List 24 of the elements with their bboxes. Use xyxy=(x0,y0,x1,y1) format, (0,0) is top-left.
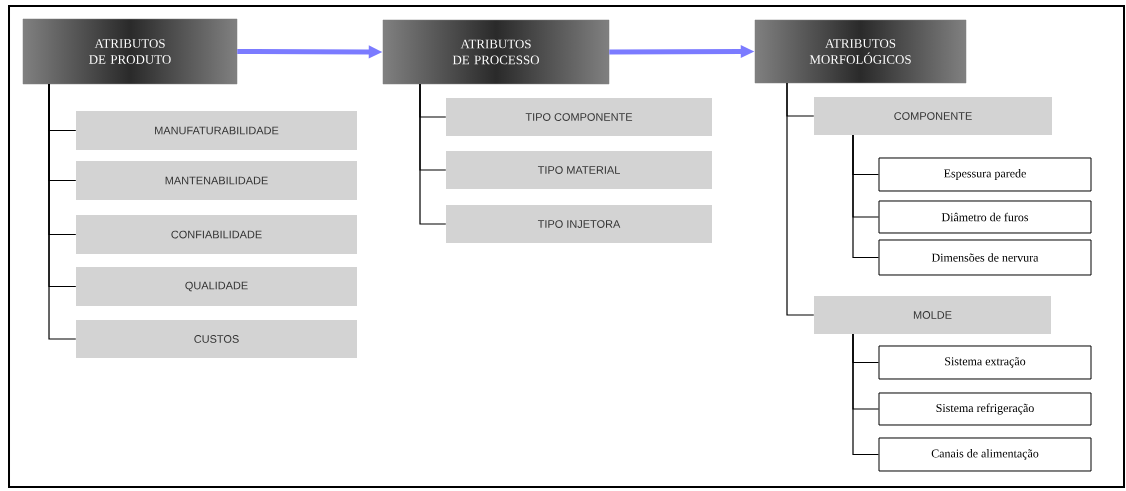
category-box: COMPONENTE xyxy=(814,97,1052,135)
attribute-box: Diâmetro de furos xyxy=(878,200,1092,234)
category-box: MOLDE xyxy=(814,296,1051,334)
connector-line xyxy=(419,83,447,225)
attribute-box: Sistema refrigeração xyxy=(878,392,1092,426)
header-box: ATRIBUTOS MORFOLÓGICOS xyxy=(754,19,967,84)
header-box: ATRIBUTOS DE PRODUTO xyxy=(22,18,238,85)
category-box: CUSTOS xyxy=(76,320,357,358)
connector-line xyxy=(786,82,815,316)
category-box: CONFIABILIDADE xyxy=(76,215,357,254)
connector-line xyxy=(852,333,880,456)
connector-line xyxy=(48,83,77,340)
category-box: MANTENABILIDADE xyxy=(76,161,357,200)
header-box: ATRIBUTOS DE PROCESSO xyxy=(382,19,610,85)
category-box: QUALIDADE xyxy=(76,267,357,306)
attribute-box: Dimensões de nervura xyxy=(878,239,1092,276)
category-box: MANUFATURABILIDADE xyxy=(76,111,357,150)
category-box: TIPO COMPONENTE xyxy=(446,98,712,136)
attribute-box: Sistema extração xyxy=(878,345,1092,380)
category-box: TIPO INJETORA xyxy=(446,205,712,243)
attribute-box: Canais de alimentação xyxy=(878,437,1092,472)
connector-line xyxy=(852,134,880,259)
attribute-box: Espessura parede xyxy=(878,157,1092,192)
category-box: TIPO MATERIAL xyxy=(446,151,712,189)
